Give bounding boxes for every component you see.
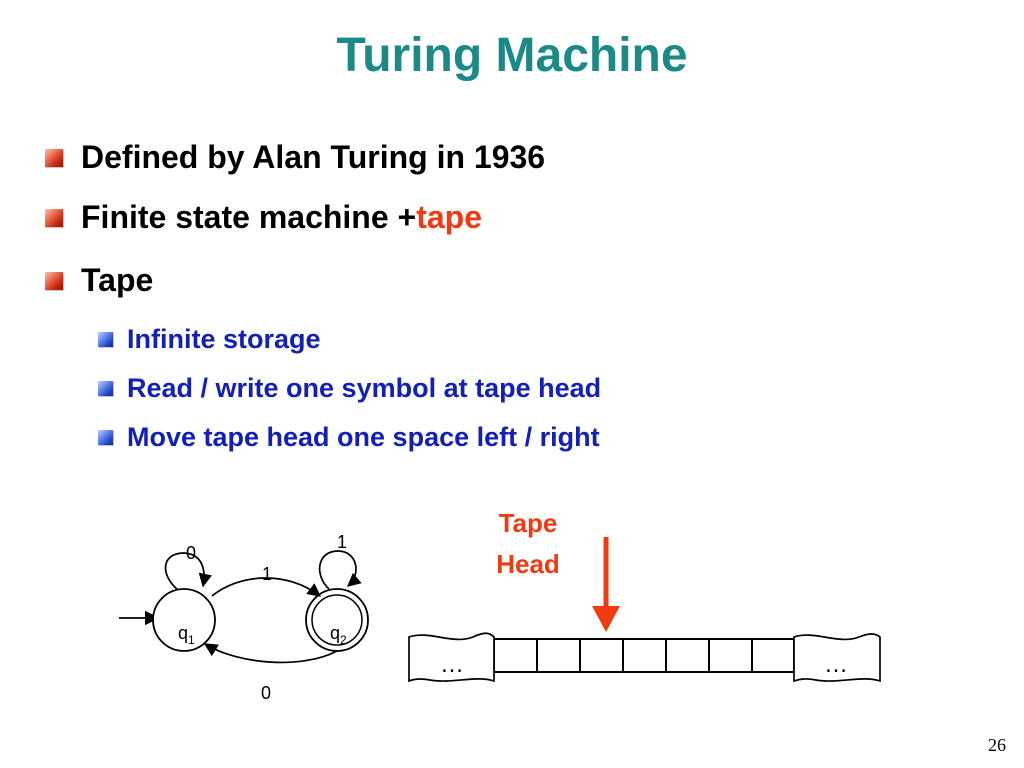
- bullet-highlight-tape: tape: [416, 199, 483, 235]
- tape-diagram: Tape Head … …: [408, 508, 881, 683]
- page-number: 26: [988, 735, 1006, 755]
- q2-self-loop-label: 1: [337, 532, 347, 552]
- state-q1-base: q: [178, 623, 188, 643]
- sub-bullet-text: Read / write one symbol at tape head: [127, 373, 602, 403]
- bullet-finite-state-machine: Finite state machine + tape: [45, 199, 482, 236]
- q2-to-q1-transition: [203, 643, 338, 664]
- left-tape-extension: [408, 632, 495, 683]
- q1-self-loop-label: 0: [186, 543, 196, 563]
- state-q2-label: q2: [330, 623, 347, 647]
- red-square-bullet-icon: [45, 208, 63, 227]
- tape-head-label-line-2: Head: [496, 549, 560, 579]
- state-q2-base: q: [330, 623, 340, 643]
- tape-head-label-line-1: Tape: [499, 508, 558, 538]
- right-tape-extension: [793, 633, 881, 683]
- state-q2-accept-ring: [311, 594, 363, 646]
- bullet-tape: Tape: [45, 262, 153, 299]
- state-diagram: 0 1 1 0 q1 q2: [119, 532, 369, 703]
- sub-bullet-infinite-storage: Infinite storage: [98, 324, 321, 355]
- red-square-bullet-icon: [45, 271, 63, 290]
- blue-square-bullet-icon: [98, 332, 113, 347]
- tape-cells-outline: [493, 638, 795, 673]
- bullet-text: Tape: [81, 262, 154, 298]
- blue-square-bullet-icon: [98, 381, 113, 396]
- q2-self-loop: [318, 550, 362, 590]
- tape-head-arrow-icon: [592, 606, 620, 632]
- state-q1-subscript: 1: [188, 633, 195, 647]
- state-q2-subscript: 2: [340, 633, 347, 647]
- sub-bullet-text: Move tape head one space left / right: [127, 422, 600, 452]
- red-square-bullet-icon: [45, 148, 63, 167]
- right-tape-ellipsis: …: [824, 651, 848, 678]
- q1-self-loop: [164, 552, 213, 591]
- sub-bullet-text: Infinite storage: [127, 324, 321, 354]
- q1-to-q2-transition: [211, 577, 322, 597]
- state-q1-label: q1: [178, 623, 195, 647]
- q2-to-q1-label: 0: [261, 683, 271, 703]
- slide-title: Turing Machine: [336, 29, 688, 82]
- left-tape-ellipsis: …: [440, 651, 464, 678]
- q1-to-q2-label: 1: [262, 564, 272, 584]
- state-q1-node: [152, 588, 216, 652]
- bullet-text-prefix: Finite state machine +: [81, 199, 417, 235]
- sub-bullet-read-write: Read / write one symbol at tape head: [98, 373, 601, 404]
- bullet-text: Defined by Alan Turing in 1936: [81, 139, 546, 175]
- sub-bullet-move-head: Move tape head one space left / right: [98, 422, 600, 453]
- bullet-defined-by-turing: Defined by Alan Turing in 1936: [45, 139, 545, 176]
- blue-square-bullet-icon: [98, 430, 113, 445]
